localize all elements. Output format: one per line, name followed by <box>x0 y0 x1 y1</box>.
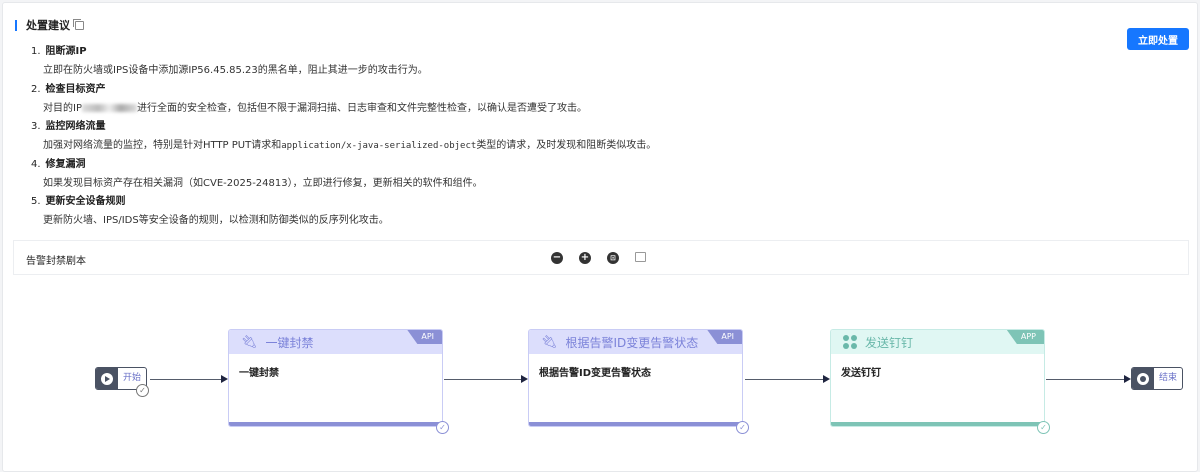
section-title: 处置建议 <box>26 19 70 32</box>
connector <box>1046 379 1125 380</box>
start-node[interactable]: 开始 <box>95 367 148 390</box>
item-number: 2. <box>31 83 41 95</box>
start-label: 开始 <box>123 373 142 383</box>
list-item: 1. 阻断源IP 立即在防火墙或IPS设备中添加源IP56.45.85.23的黑名… <box>31 44 656 82</box>
copy-icon[interactable] <box>73 18 84 30</box>
flow-node-block[interactable]: 🔌︎ 一键封禁 API 一键封禁 <box>228 329 443 427</box>
check-icon: ✓ <box>136 384 149 397</box>
node-type-badge: APP <box>1006 330 1044 344</box>
desc-text: 进行全面的安全检查，包括但不限于漏洞扫描、日志审查和文件完整性检查，以确认是否遭… <box>136 102 587 114</box>
item-desc: 更新防火墙、IPS/IDS等安全设备的规则，以检测和防御类似的反序列化攻击。 <box>43 215 389 226</box>
item-desc: 对目的IP 进行全面的安全检查，包括但不限于漏洞扫描、日志审查和文件完整性检查，以… <box>31 101 656 117</box>
item-number: 4. <box>31 158 41 170</box>
node-footer-bar <box>529 422 742 426</box>
item-number: 3. <box>31 121 41 132</box>
desc-text: 类型的请求，及时发现和阻断类似攻击。 <box>476 140 657 151</box>
list-item: 4. 修复漏洞 如果发现目标资产存在相关漏洞（如CVE-2025-24813），立… <box>31 157 656 195</box>
flow-node-dingtalk[interactable]: 发送钉钉 APP 发送钉钉 <box>830 329 1045 427</box>
playbook-toolbar: 告警封禁剧本 − + ⊡ <box>13 240 1189 275</box>
check-icon: ✓ <box>1037 421 1050 434</box>
list-item: 3. 监控网络流量 加强对网络流量的监控，特别是针对HTTP PUT请求和appl… <box>31 119 656 157</box>
section-header: 处置建议 <box>15 17 84 33</box>
item-title: 修复漏洞 <box>45 158 86 170</box>
list-item: 2. 检查目标资产 对目的IP 进行全面的安全检查，包括但不限于漏洞扫描、日志审查和… <box>31 82 656 120</box>
node-title: 一键封禁 <box>265 335 314 350</box>
flow-node-status[interactable]: 🔌︎ 根据告警ID变更告警状态 API 根据告警ID变更告警状态 <box>528 329 743 427</box>
accent-bar <box>15 19 17 31</box>
end-label: 结束 <box>1159 373 1178 383</box>
item-number: 5. <box>31 196 41 207</box>
list-item: 5. 更新安全设备规则 更新防火墙、IPS/IDS等安全设备的规则，以检测和防御类… <box>31 194 656 232</box>
node-type-badge: API <box>707 330 742 344</box>
node-body: 发送钉钉 <box>841 368 881 379</box>
dispose-now-button[interactable]: 立即处置 <box>1127 28 1189 50</box>
check-icon: ✓ <box>736 421 749 434</box>
item-title: 检查目标资产 <box>45 83 106 95</box>
zoom-out-icon[interactable]: − <box>551 252 563 264</box>
redacted-ip <box>81 103 137 112</box>
arrow-icon <box>521 375 528 383</box>
image-icon[interactable] <box>635 252 646 262</box>
connector <box>444 379 522 380</box>
node-footer-bar <box>831 422 1044 426</box>
desc-code: application/x-java-serialized-object <box>281 141 477 151</box>
item-desc: 如果发现目标资产存在相关漏洞（如CVE-2025-24813），立即进行修复，更… <box>43 177 483 189</box>
stop-icon <box>1137 372 1149 385</box>
node-type-badge: API <box>407 330 442 344</box>
arrow-icon <box>221 375 228 383</box>
node-body: 一键封禁 <box>239 368 279 379</box>
item-title: 更新安全设备规则 <box>45 196 126 207</box>
plug-icon: 🔌︎ <box>241 334 258 350</box>
end-node[interactable]: 结束 <box>1131 367 1184 390</box>
play-icon <box>101 372 113 385</box>
item-title: 监控网络流量 <box>45 121 106 132</box>
check-icon: ✓ <box>436 421 449 434</box>
zoom-in-icon[interactable]: + <box>579 252 591 264</box>
arrow-icon <box>823 375 830 383</box>
plug-icon: 🔌︎ <box>541 334 558 350</box>
item-title: 阻断源IP <box>45 46 87 57</box>
arrow-icon <box>1124 375 1131 383</box>
connector <box>745 379 824 380</box>
node-title: 根据告警ID变更告警状态 <box>565 335 699 350</box>
desc-text: 对目的IP <box>43 102 82 114</box>
app-grid-icon <box>843 335 857 349</box>
fit-icon[interactable]: ⊡ <box>607 252 619 264</box>
node-title: 发送钉钉 <box>865 335 914 350</box>
node-body: 根据告警ID变更告警状态 <box>539 368 652 379</box>
desc-text: 加强对网络流量的监控，特别是针对HTTP PUT请求和 <box>43 140 282 151</box>
playbook-label: 告警封禁剧本 <box>26 256 86 267</box>
connector <box>150 379 222 380</box>
item-desc: 加强对网络流量的监控，特别是针对HTTP PUT请求和application/x… <box>31 138 656 154</box>
suggestion-list: 1. 阻断源IP 立即在防火墙或IPS设备中添加源IP56.45.85.23的黑名… <box>31 44 656 232</box>
item-desc: 立即在防火墙或IPS设备中添加源IP56.45.85.23的黑名单，阻止其进一步… <box>43 65 428 76</box>
item-number: 1. <box>31 46 41 57</box>
node-footer-bar <box>229 422 442 426</box>
